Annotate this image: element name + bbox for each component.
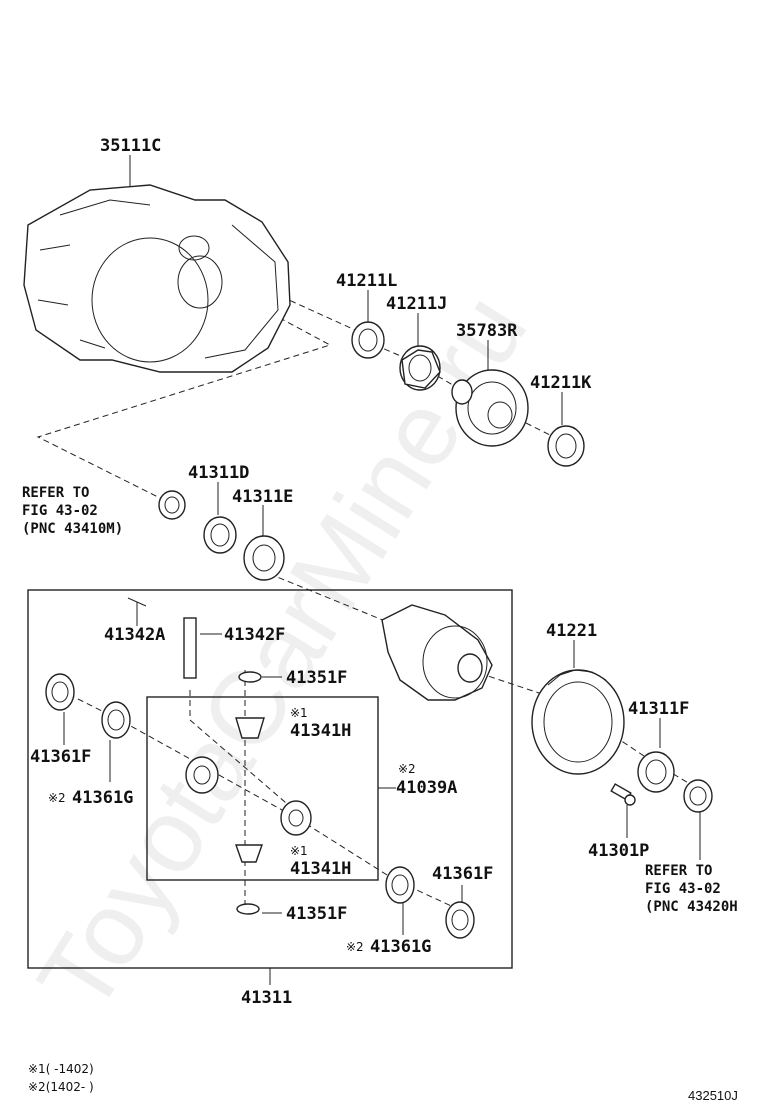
label-41311E[interactable]: 41311E	[232, 487, 293, 507]
washer-41351F-top-part	[238, 671, 262, 683]
label-41341H-bottom[interactable]: 41341H	[290, 859, 351, 879]
label-41311D[interactable]: 41311D	[188, 463, 249, 483]
pinion-41341H-top-part	[235, 717, 265, 739]
label-41301P[interactable]: 41301P	[588, 841, 649, 861]
label-41211L[interactable]: 41211L	[336, 271, 397, 291]
reference-left-line-2: FIG 43-02	[22, 503, 98, 519]
transaxle-case-part	[23, 184, 291, 373]
pinion-41341H-bottom-part	[235, 844, 263, 863]
mark-1-bottom: ※1	[290, 844, 308, 858]
figure-code: 432510J	[688, 1088, 738, 1103]
differential-case-part	[381, 604, 493, 701]
reference-right-line-2: FIG 43-02	[645, 881, 721, 897]
label-41361F-left[interactable]: 41361F	[30, 747, 91, 767]
mark-2-right: ※2	[346, 940, 364, 954]
label-41361F-right[interactable]: 41361F	[432, 864, 493, 884]
bolt-41301P-part	[610, 783, 636, 806]
oil-seal-reference-left-part	[158, 490, 186, 520]
washer-41351F-bottom-part	[236, 903, 260, 915]
washer-41361G-left-part	[101, 701, 131, 739]
side-gear-right-part	[280, 800, 312, 836]
reference-right-line-1: REFER TO	[645, 863, 712, 879]
label-41039A[interactable]: 41039A	[396, 778, 457, 798]
reference-left-line-3: (PNC 43410M)	[22, 521, 123, 537]
washer-41361F-right-part	[445, 901, 475, 939]
label-41342A[interactable]: 41342A	[104, 625, 165, 645]
leader-lines	[63, 155, 701, 985]
pin-41342F-part	[183, 617, 197, 679]
label-41341H-top[interactable]: 41341H	[290, 721, 351, 741]
pinion-pin-41342A-part	[127, 597, 147, 607]
bearing-41211J-part	[399, 345, 441, 391]
footnote-2: ※2(1402- )	[28, 1080, 94, 1094]
washer-41361G-right-part	[385, 866, 415, 904]
reference-right-line-3: (PNC 43420H	[645, 899, 738, 915]
label-41351F-top[interactable]: 41351F	[286, 668, 347, 688]
label-41342F[interactable]: 41342F	[224, 625, 285, 645]
reference-left-line-1: REFER TO	[22, 485, 89, 501]
bearing-41311F-part	[637, 751, 675, 793]
bearing-41211K-part	[547, 425, 585, 467]
reference-left[interactable]: REFER TO FIG 43-02 (PNC 43410M)	[22, 485, 123, 537]
washer-41361F-left-part	[45, 673, 75, 711]
mark-1-top: ※1	[290, 706, 308, 720]
label-41361G-right[interactable]: 41361G	[370, 937, 431, 957]
side-gear-left-part	[185, 756, 219, 794]
label-41211J[interactable]: 41211J	[386, 294, 447, 314]
shim-41311D-part	[203, 516, 237, 554]
label-41211K[interactable]: 41211K	[530, 373, 592, 393]
label-35111C[interactable]: 35111C	[100, 136, 161, 156]
bearing-41311E-part	[243, 535, 285, 581]
label-41351F-bottom[interactable]: 41351F	[286, 904, 347, 924]
mark-2-left: ※2	[48, 791, 66, 805]
label-41311F[interactable]: 41311F	[628, 699, 689, 719]
label-35783R[interactable]: 35783R	[456, 321, 518, 341]
ring-gear-41221-part	[531, 669, 625, 775]
oil-seal-41211L-part	[351, 321, 385, 359]
pinion-kit-box	[146, 696, 379, 881]
label-41221[interactable]: 41221	[546, 621, 597, 641]
oil-seal-reference-right-part	[683, 779, 713, 813]
gear-35783R-part	[451, 369, 529, 447]
label-41311[interactable]: 41311	[241, 988, 292, 1008]
mark-2-box: ※2	[398, 762, 416, 776]
footnote-1: ※1( -1402)	[28, 1062, 94, 1076]
reference-right[interactable]: REFER TO FIG 43-02 (PNC 43420H	[645, 863, 738, 915]
label-41361G-left[interactable]: 41361G	[72, 788, 133, 808]
differential-assembly-box	[27, 589, 513, 969]
